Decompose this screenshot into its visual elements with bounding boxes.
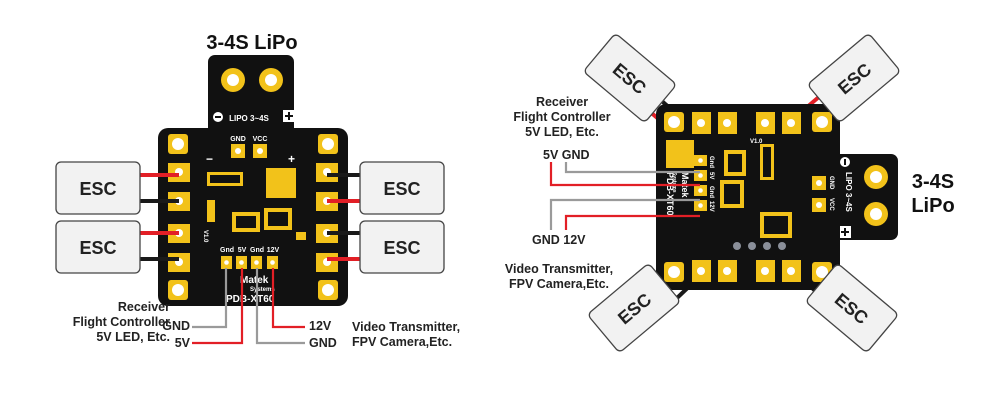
left-esc-label-2: ESC xyxy=(79,238,116,258)
svg-text:12V: 12V xyxy=(708,201,714,212)
left-board: LIPO 3~4S GND VCC − + xyxy=(158,55,348,306)
right-main-board xyxy=(656,104,840,290)
left-gnd2-label: GND xyxy=(309,336,337,350)
right-esc-boxes: ESC ESC ESC ESC xyxy=(584,34,900,352)
right-receiver-label: Receiver Flight Controller 5V LED, Etc. xyxy=(504,95,620,140)
right-battery-title: 3-4S LiPo xyxy=(898,170,968,218)
right-signal-pins: Gnd 5V Gnd 12V xyxy=(694,155,714,212)
left-brand-sub: Systems xyxy=(250,287,275,293)
right-model-label: PDB-XT60 xyxy=(665,172,675,216)
right-brand-sub: Systems xyxy=(671,172,677,193)
left-gnd-label: GND xyxy=(162,319,190,333)
right-5v-gnd-label: 5V GND xyxy=(543,148,590,162)
left-signal-pins: Gnd 5V Gnd 12V xyxy=(220,247,280,269)
right-header-gnd-label: GND xyxy=(828,176,834,190)
svg-text:12V: 12V xyxy=(267,247,280,254)
left-esc-boxes: ESC ESC ESC ESC xyxy=(55,161,445,274)
left-esc-label-3: ESC xyxy=(383,179,420,199)
right-version-label: V1.0 xyxy=(750,139,763,145)
left-signal-wires xyxy=(192,268,305,345)
left-battery-title: 3-4S LiPo xyxy=(206,32,298,54)
right-battery-title-line-1: 3-4S xyxy=(911,171,955,193)
left-header-vcc-label: VCC xyxy=(253,136,268,143)
svg-text:Gnd: Gnd xyxy=(220,247,234,254)
left-receiver-line-3: 5V LED, Etc. xyxy=(96,330,170,344)
svg-text:−: − xyxy=(206,152,213,166)
left-esc-wires xyxy=(140,173,360,261)
right-esc-pads-bottom xyxy=(692,260,801,282)
left-lipo-label: LIPO 3~4S xyxy=(229,114,269,123)
right-signal-wires xyxy=(549,162,700,230)
left-model-label: PDB-XT60 xyxy=(226,294,275,305)
svg-text:Gnd: Gnd xyxy=(708,186,714,198)
left-version-label: V1.0 xyxy=(202,230,208,243)
left-vtx-line-1: Video Transmitter, xyxy=(352,320,461,334)
right-gnd-12v-label: GND 12V xyxy=(532,233,586,247)
svg-text:Gnd: Gnd xyxy=(250,247,264,254)
left-esc-label-4: ESC xyxy=(383,238,420,258)
left-vtx-label: Video Transmitter, FPV Camera,Etc. xyxy=(352,320,460,350)
right-vtx-line-2: FPV Camera,Etc. xyxy=(508,277,610,291)
svg-text:Gnd: Gnd xyxy=(708,156,714,168)
right-battery-title-line-2: LiPo xyxy=(911,195,955,217)
left-5v-label: 5V xyxy=(174,336,190,350)
left-receiver-line-2: Flight Controller xyxy=(72,315,170,329)
svg-text:+: + xyxy=(288,152,295,166)
right-header-vcc-label: VCC xyxy=(828,198,834,211)
svg-text:5V: 5V xyxy=(238,247,247,254)
right-esc-pads-top xyxy=(692,112,801,134)
right-lipo-label: LIPO 3~4S xyxy=(844,172,853,212)
left-brand-name: Matek xyxy=(240,275,269,286)
svg-text:5V: 5V xyxy=(708,172,714,179)
right-receiver-line-1: Receiver xyxy=(535,95,589,109)
right-receiver-line-2: Flight Controller xyxy=(513,110,611,124)
left-esc-label-1: ESC xyxy=(79,179,116,199)
left-receiver-label: Receiver Flight Controller 5V LED, Etc. xyxy=(50,300,170,345)
left-header-gnd-label: GND xyxy=(230,136,246,143)
right-vtx-line-1: Video Transmitter, xyxy=(504,262,614,276)
left-battery-tab xyxy=(208,55,294,137)
right-receiver-line-3: 5V LED, Etc. xyxy=(525,125,599,139)
right-vtx-label: Video Transmitter, FPV Camera,Etc. xyxy=(494,262,624,292)
left-receiver-line-1: Receiver xyxy=(117,300,170,314)
left-vtx-line-2: FPV Camera,Etc. xyxy=(352,335,453,349)
left-12v-label: 12V xyxy=(309,319,332,333)
